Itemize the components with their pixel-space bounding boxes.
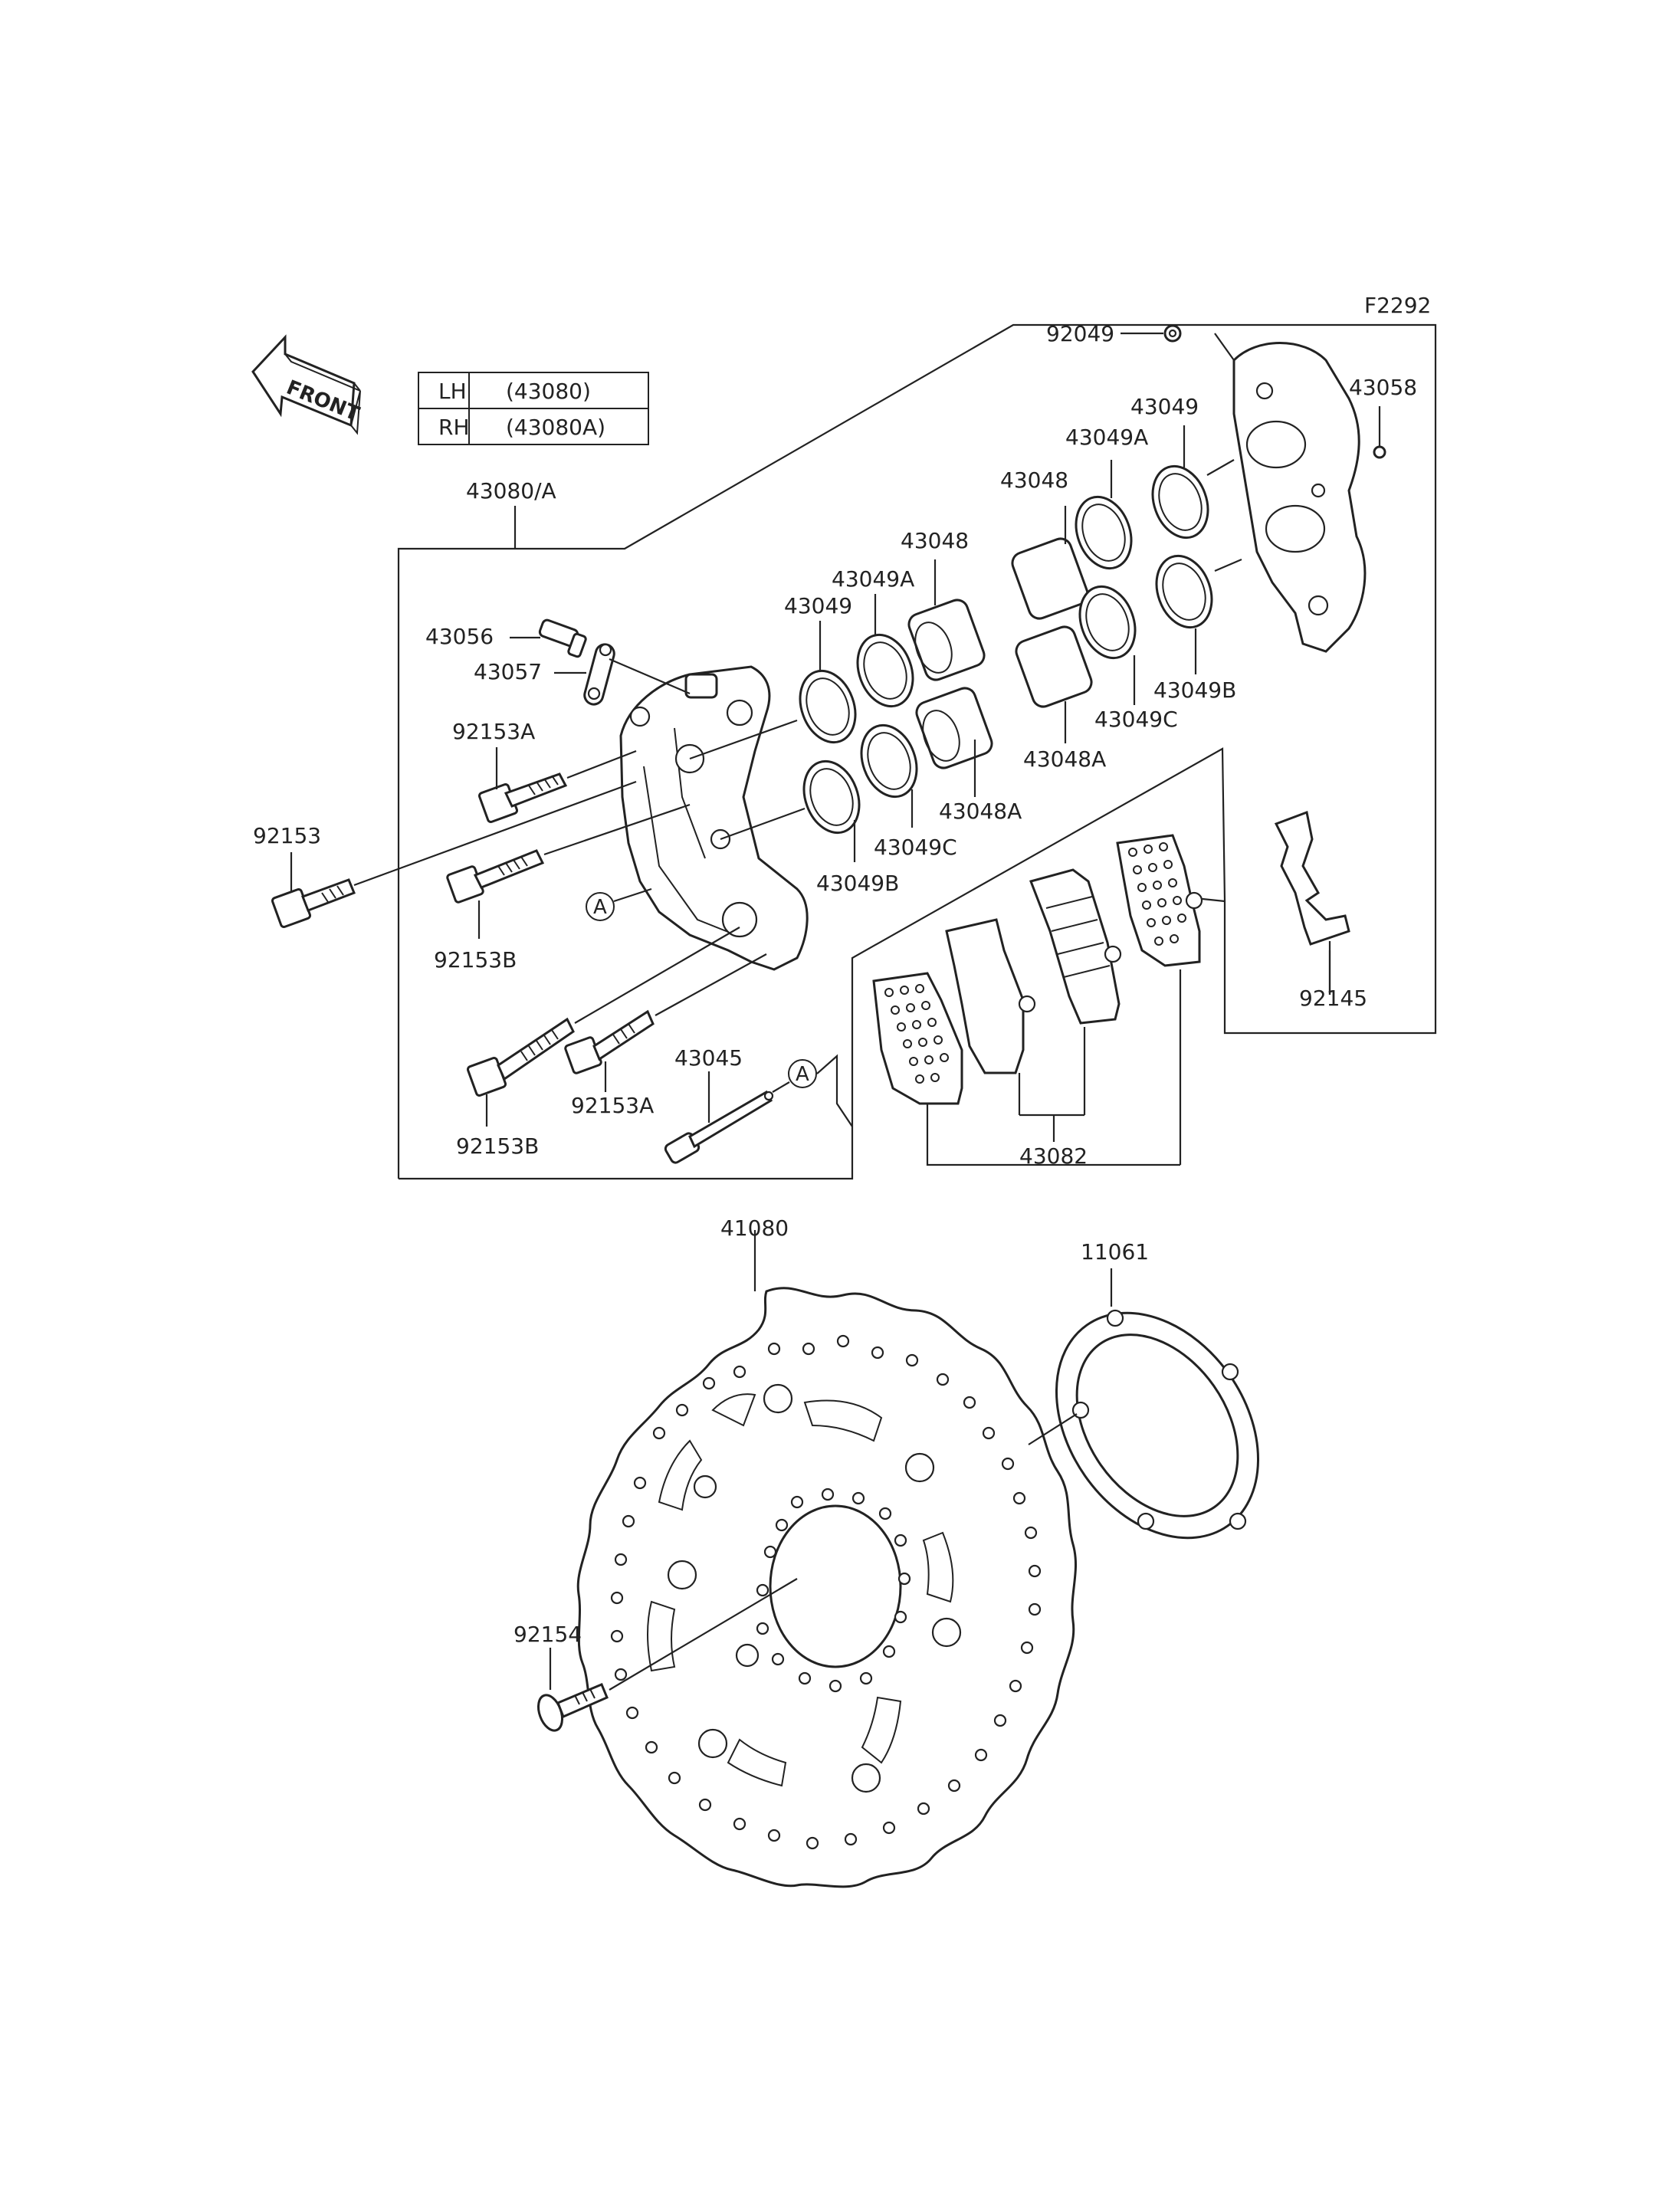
label-43048A-right: 43048A <box>1023 746 1106 772</box>
label-92153B-upper: 92153B <box>434 947 517 973</box>
label-11061: 11061 <box>1081 1239 1149 1265</box>
label-43049C-left: 43049C <box>874 835 957 860</box>
label-43048-left: 43048 <box>901 528 969 553</box>
label-43049B-right: 43049B <box>1153 677 1236 703</box>
label-92154: 92154 <box>514 1622 582 1647</box>
label-92049: 92049 <box>1046 321 1114 346</box>
label-41080: 41080 <box>720 1215 789 1241</box>
side-table-rh: RH <box>438 415 470 440</box>
side-table-rh-code: (43080A) <box>506 415 605 440</box>
leader-lines <box>689 332 1381 995</box>
front-arrow-icon: FRONT <box>251 334 363 435</box>
left-caliper <box>619 665 809 971</box>
shim-11061 <box>1028 1268 1260 1540</box>
label-92153B-lower: 92153B <box>456 1133 539 1159</box>
label-92153: 92153 <box>253 823 321 848</box>
label-43049B-left: 43049B <box>816 871 899 896</box>
label-92153A-upper: 92153A <box>452 719 535 744</box>
bolt-92154 <box>536 1578 798 1732</box>
label-43048-right: 43048 <box>1000 467 1068 493</box>
marker-a-caliper: A <box>586 887 652 921</box>
label-43082: 43082 <box>1019 1143 1088 1169</box>
label-43058: 43058 <box>1349 375 1417 400</box>
label-43057: 43057 <box>474 659 542 684</box>
marker-a-pin-label: A <box>796 1063 809 1086</box>
bolt-92153 <box>271 780 637 929</box>
pin-43045 <box>664 1071 790 1164</box>
bleeder-cap <box>554 643 691 706</box>
label-43049C-right: 43049C <box>1094 707 1178 732</box>
right-caliper <box>1232 342 1367 653</box>
label-43048A-left: 43048A <box>939 799 1022 824</box>
side-table-lh-code: (43080) <box>506 379 591 404</box>
marker-a-pin: A <box>788 1054 853 1127</box>
pads-group-bracket <box>926 1104 1180 1166</box>
label-43049-left: 43049 <box>784 593 852 618</box>
label-43045: 43045 <box>674 1045 743 1071</box>
pads-bracket <box>851 747 1226 1127</box>
label-43049-right: 43049 <box>1130 394 1199 419</box>
bolt-92153A-lower <box>564 953 767 1092</box>
label-92145: 92145 <box>1299 986 1367 1011</box>
figure-code: F2292 <box>1364 293 1431 318</box>
label-92153A-lower: 92153A <box>571 1093 654 1118</box>
label-43049A-right: 43049A <box>1065 425 1148 450</box>
label-assembly: 43080/A <box>466 478 556 504</box>
pad-shim-left <box>872 972 963 1105</box>
pad-left <box>945 918 1036 1115</box>
marker-a-caliper-label: A <box>593 896 607 919</box>
side-table: LH (43080) RH (43080A) <box>418 372 649 445</box>
pad-spring <box>1274 810 1350 995</box>
brake-disc <box>576 1230 1078 1888</box>
bolt-92153B-upper <box>446 803 691 939</box>
bleeder-valve <box>510 618 587 658</box>
bolt-92153A-upper <box>477 747 637 824</box>
right-piston-set <box>1011 324 1386 708</box>
label-43049A-left: 43049A <box>832 566 914 592</box>
left-piston-set <box>799 599 993 835</box>
bolt-92153B-lower <box>466 927 740 1127</box>
pad-right <box>1029 868 1122 1115</box>
pad-shim-right <box>1116 834 1203 1165</box>
side-table-lh: LH <box>438 379 467 404</box>
label-43056: 43056 <box>425 624 494 649</box>
